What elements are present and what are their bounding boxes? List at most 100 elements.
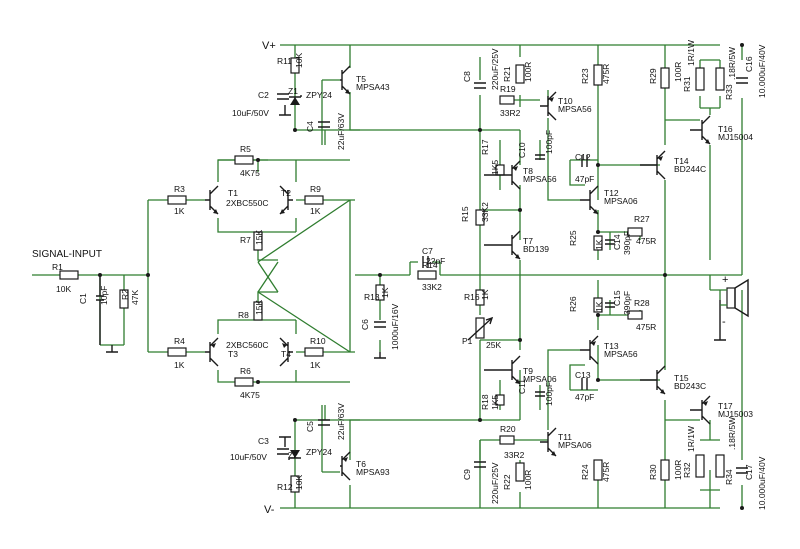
tr-T12-ref: T12 bbox=[604, 188, 619, 198]
res-R12-value: 10K bbox=[294, 475, 304, 490]
capacitor-C7 bbox=[422, 256, 429, 268]
tr-T5-ref: T5 bbox=[356, 74, 366, 84]
capacitor-C12 bbox=[581, 155, 588, 167]
res-R11-ref: R11 bbox=[277, 56, 292, 66]
res-P1-value: 25K bbox=[486, 340, 501, 350]
res-R33-ref: R33 bbox=[724, 84, 734, 100]
transistor-T9 bbox=[484, 355, 521, 385]
tr-T9-ref: T9 bbox=[523, 366, 533, 376]
tr-T11-ref: T11 bbox=[558, 432, 572, 442]
tr-T6-value: MPSA93 bbox=[356, 467, 390, 477]
tr-T12-value: MPSA06 bbox=[604, 196, 638, 206]
res-R17-value: 1K5 bbox=[490, 160, 500, 175]
res-R14-value: 33K2 bbox=[422, 282, 442, 292]
vminus-label: V- bbox=[264, 504, 275, 516]
tr-T7-value: BD139 bbox=[523, 244, 549, 254]
res-R4-ref: R4 bbox=[174, 336, 185, 346]
capacitor-C13 bbox=[581, 378, 588, 390]
tr-T17-ref: T17 bbox=[718, 401, 733, 411]
zen-Z2-value: ZPY24 bbox=[306, 447, 332, 457]
res-R22-value: 100R bbox=[523, 470, 533, 490]
resistor-R21 bbox=[515, 64, 525, 84]
tr-T3-value: 2XBC560C bbox=[226, 340, 269, 350]
res-R6-value: 4K75 bbox=[240, 390, 260, 400]
resistor-R8 bbox=[253, 301, 263, 321]
resistor-R3 bbox=[167, 195, 187, 205]
res-R7-value: 15K bbox=[254, 230, 264, 245]
resistor-R25 bbox=[593, 235, 603, 251]
transistor-T17 bbox=[690, 395, 711, 425]
res-R16-ref: R16 bbox=[464, 292, 480, 302]
resistor-R7 bbox=[253, 231, 263, 251]
resistor-R27 bbox=[627, 227, 643, 237]
capacitor-C4 bbox=[318, 121, 330, 128]
tr-T2-ref: T2 bbox=[281, 188, 291, 198]
signal-input-label: SIGNAL-INPUT bbox=[32, 249, 102, 260]
res-R34-value: .18R/5W bbox=[727, 417, 737, 450]
tr-T17-value: MJ15003 bbox=[718, 409, 753, 419]
zener-Z1 bbox=[289, 95, 302, 105]
transistor-T11 bbox=[540, 427, 557, 457]
tr-T1-ref: T1 bbox=[228, 188, 238, 198]
res-R10-value: 1K bbox=[310, 360, 321, 370]
res-R30-ref: R30 bbox=[648, 464, 658, 480]
transistor-T12 bbox=[580, 185, 599, 215]
resistor-R14 bbox=[417, 270, 437, 280]
capacitor-C17 bbox=[736, 467, 748, 474]
resistor-R2 bbox=[119, 289, 129, 309]
tr-T16-value: MJ15004 bbox=[718, 132, 753, 142]
res-R19-value: 33R2 bbox=[500, 108, 521, 118]
cap-C7-value: 22pF bbox=[426, 256, 445, 266]
transistor-T1 bbox=[205, 185, 219, 215]
resistor-R18 bbox=[495, 394, 505, 406]
res-R20-value: 33R2 bbox=[504, 450, 525, 460]
res-R21-value: 100R bbox=[523, 62, 533, 82]
tr-T14-ref: T14 bbox=[674, 156, 689, 166]
capacitor-C14 bbox=[605, 239, 615, 245]
res-R9-ref: R9 bbox=[310, 184, 321, 194]
res-R13-ref: R13 bbox=[364, 292, 380, 302]
resistor-R6 bbox=[234, 377, 254, 387]
res-R28-ref: R28 bbox=[634, 298, 650, 308]
res-R32-value: 1R/1W bbox=[686, 426, 696, 452]
zener-Z2 bbox=[288, 450, 301, 460]
resistor-R22 bbox=[515, 462, 525, 482]
capacitor-C3 bbox=[277, 448, 289, 455]
cap-C5-ref: C5 bbox=[305, 421, 315, 432]
tr-T15-value: BD243C bbox=[674, 381, 706, 391]
res-R31-ref: R31 bbox=[682, 76, 692, 92]
capacitor-bodies bbox=[96, 77, 748, 474]
transistor-T2 bbox=[279, 185, 293, 215]
cap-C16-value: 10.000uF/40V bbox=[757, 44, 767, 98]
capacitor-C15 bbox=[605, 302, 615, 308]
res-R13-value: 1K bbox=[380, 287, 390, 298]
resistor-R19 bbox=[499, 95, 515, 105]
resistor-R23 bbox=[593, 64, 603, 86]
cap-C10-value: 100pF bbox=[544, 130, 554, 154]
speaker-symbol bbox=[710, 278, 749, 318]
resistor-R29 bbox=[660, 67, 670, 89]
tr-T13-value: MPSA56 bbox=[604, 349, 638, 359]
res-R33-value: .18R/5W bbox=[727, 47, 737, 80]
zen-Z1-value: ZPY24 bbox=[306, 90, 332, 100]
res-R28-value: 475R bbox=[636, 322, 656, 332]
resistor-R24 bbox=[593, 459, 603, 481]
res-R24-ref: R24 bbox=[580, 464, 590, 480]
tr-T8-ref: T8 bbox=[523, 166, 533, 176]
ground-symbols bbox=[106, 105, 726, 447]
cap-C16-ref: C16 bbox=[744, 56, 754, 72]
cap-C4-ref: C4 bbox=[305, 121, 315, 132]
res-R18-value: 1K5 bbox=[490, 395, 500, 410]
resistor-R16 bbox=[475, 289, 485, 306]
cap-C8-ref: C8 bbox=[462, 71, 472, 82]
res-R3-value: 1K bbox=[174, 206, 185, 216]
tr-T4-ref: T4 bbox=[281, 349, 291, 359]
res-R8-ref: R8 bbox=[238, 310, 249, 320]
tr-T15-ref: T15 bbox=[674, 373, 689, 383]
res-R1-ref: R1 bbox=[52, 262, 63, 272]
res-R16-value: 1K bbox=[480, 289, 490, 300]
cap-C7-ref: C7 bbox=[422, 246, 433, 256]
speaker-minus-label: - bbox=[722, 316, 726, 328]
